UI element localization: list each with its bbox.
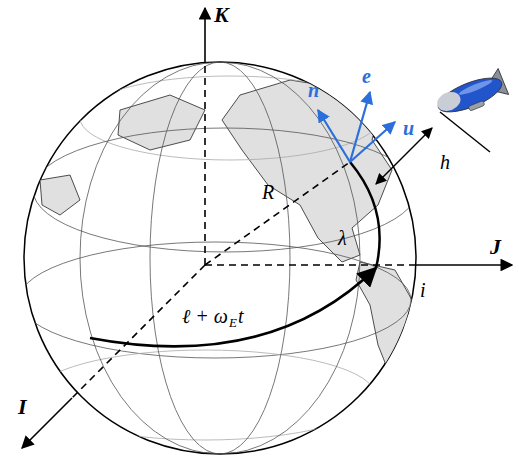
globe xyxy=(24,62,416,454)
frame-label: n xyxy=(308,80,319,100)
frame-label: u xyxy=(403,118,414,138)
axis-label: K xyxy=(214,4,229,26)
continents xyxy=(40,80,412,370)
longitude-label: ℓ + ω xyxy=(182,306,228,326)
longitude-label-subscript: E xyxy=(229,316,237,329)
airship xyxy=(433,69,509,122)
graticule xyxy=(19,62,417,454)
altitude-label: h xyxy=(440,152,450,172)
radius-label: R xyxy=(262,182,274,202)
local-frame xyxy=(318,92,395,162)
longitude-arc xyxy=(90,268,376,346)
altitude-tick xyxy=(440,112,490,152)
latitude-arc xyxy=(350,162,380,268)
axes xyxy=(22,8,512,448)
inclination-label: i xyxy=(420,280,426,300)
axis-label: J xyxy=(490,236,501,258)
frame-label: e xyxy=(362,66,371,86)
longitude-label: t xyxy=(238,306,244,326)
axis-label: I xyxy=(18,396,27,418)
angle-label: λ xyxy=(338,228,347,248)
